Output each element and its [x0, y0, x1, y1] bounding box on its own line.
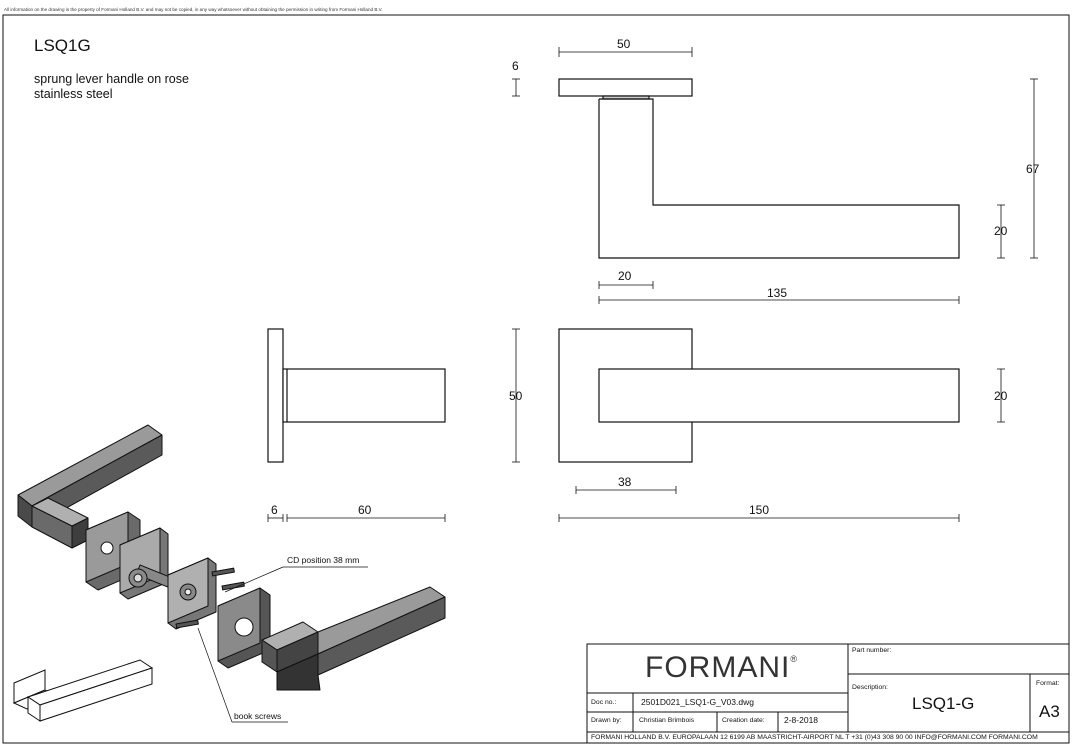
dim-lever-neck-width: [598, 281, 654, 289]
dim-rose-thickness-top: [512, 78, 520, 97]
dim-label-rose-thickness-top: 6: [512, 59, 519, 73]
doc-no-label: Doc no.:: [591, 699, 617, 706]
doc-no-value: 2501D021_LSQ1-G_V03.dwg: [641, 697, 754, 707]
format-label: Format:: [1036, 680, 1060, 687]
product-code: LSQ1G: [34, 36, 91, 55]
dim-label-rose-width: 50: [617, 37, 631, 51]
callout-book-screws: book screws: [234, 711, 282, 721]
dim-rose-offset: [575, 486, 677, 494]
title-block-footer: FORMANI HOLLAND B.V. EUROPALAAN 12 6199 …: [591, 734, 1038, 741]
part-name: LSQ1-G: [912, 694, 975, 713]
front-view: [558, 328, 960, 463]
dim-rose-height-front: [512, 328, 520, 463]
rose-profile-top: [558, 78, 693, 97]
dim-label-lever-thickness-side: 20: [994, 224, 1008, 238]
disclaimer-text: All information on the drawing is the pr…: [4, 7, 383, 12]
dim-label-overall-length-front: 150: [749, 503, 770, 517]
lever-side: [282, 368, 446, 423]
spindle-assembly-iso: [119, 527, 197, 600]
part-number-label: Part number:: [852, 647, 892, 654]
rose-side: [267, 328, 284, 463]
drawn-by-label: Drawn by:: [591, 717, 622, 724]
dim-overall-height: [1030, 78, 1038, 259]
dim-label-overall-height: 67: [1026, 162, 1040, 176]
rose-plate-right-iso: [217, 587, 271, 669]
creation-date-value: 2-8-2018: [784, 715, 819, 725]
logo-text: FORMANI: [645, 651, 791, 684]
dim-label-projection-side: 60: [358, 503, 372, 517]
dim-lever-length: [598, 296, 960, 304]
drawing-frame: [2, 14, 1070, 744]
exploded-isometric-view: [17, 424, 446, 723]
book-screws-leader: [197, 627, 233, 723]
creation-date-label: Creation date:: [722, 717, 765, 724]
product-description-line2: stainless steel: [34, 87, 113, 101]
dim-label-lever-neck-width: 20: [618, 269, 632, 283]
dim-projection-side: [286, 514, 446, 522]
registered-mark: ®: [790, 654, 798, 664]
dim-label-lever-thickness-front: 20: [994, 389, 1008, 403]
dim-overall-length-front: [558, 514, 960, 522]
dim-lever-thickness-front: [997, 368, 1005, 423]
lever-profile: [598, 98, 960, 259]
dim-rose-width: [558, 47, 693, 57]
dim-label-rose-offset: 38: [618, 475, 632, 489]
top-profile-view: [558, 78, 960, 259]
dim-rose-thickness-side: [267, 514, 284, 522]
dim-label-rose-thickness-side: 6: [271, 503, 278, 517]
inner-plate-iso: [167, 557, 217, 630]
side-view: [267, 328, 446, 463]
lever-left-iso: [17, 424, 163, 549]
dim-lever-thickness-side: [997, 204, 1005, 259]
lever-front: [598, 368, 960, 423]
description-label: Description:: [852, 684, 888, 691]
drawn-by-value: Christian Brimbois: [639, 717, 695, 724]
lever-outline-sketch: [12, 659, 154, 722]
product-description-line1: sprung lever handle on rose: [34, 72, 189, 86]
dim-label-lever-length: 135: [767, 286, 788, 300]
lever-right-iso: [261, 586, 446, 691]
cd-position-leader: [224, 566, 284, 593]
callout-cd-position: CD position 38 mm: [287, 555, 360, 565]
dim-label-rose-height-front: 50: [509, 389, 523, 403]
format-value: A3: [1039, 702, 1060, 721]
formani-logo: FORMANI®: [645, 651, 798, 685]
title-block: [586, 643, 1070, 744]
